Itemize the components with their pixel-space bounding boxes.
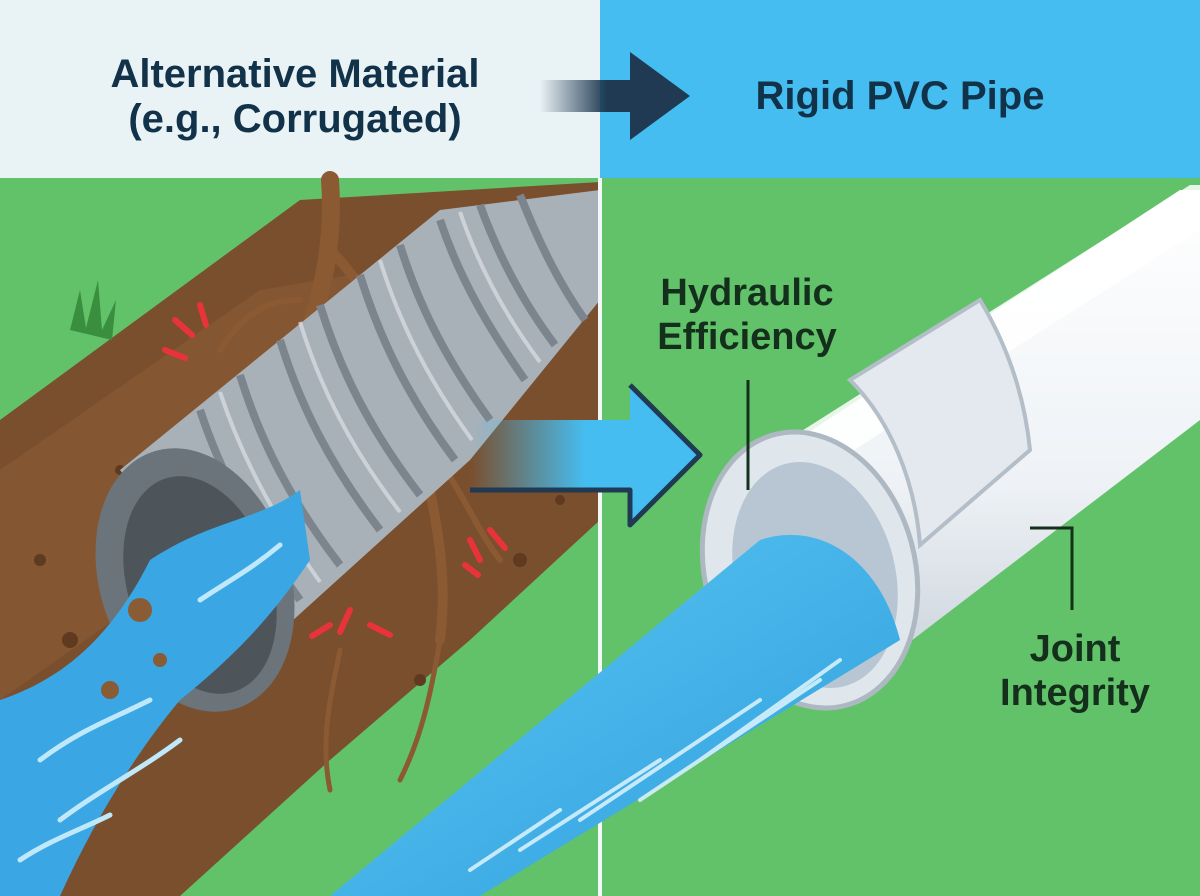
header-right-band (600, 0, 1200, 178)
leaking-water (0, 490, 310, 896)
grass-tuft-icon (70, 280, 116, 340)
header-arrow-icon (540, 52, 690, 140)
header-left-band (0, 0, 600, 178)
hydraulic-efficiency-callout: Hydraulic Efficiency (612, 272, 882, 359)
hydraulic-callout-line2: Efficiency (657, 315, 837, 358)
joint-callout-line2: Integrity (1000, 671, 1150, 714)
header-right-title: Rigid PVC Pipe (755, 74, 1045, 118)
pvc-water-flow (330, 534, 900, 896)
pvc-joint-coupling (846, 297, 1033, 550)
corrugation-ribs (196, 193, 589, 603)
damage-marks (162, 302, 508, 639)
header-left-title-line1: Alternative Material (110, 52, 480, 96)
joint-integrity-callout: Joint Integrity (960, 628, 1190, 715)
joint-callout-line (1030, 526, 1074, 610)
joint-callout-line1: Joint (1029, 628, 1121, 670)
header-left-title-line2: (e.g., Corrugated) (128, 96, 462, 141)
hydraulic-callout-line1: Hydraulic (660, 272, 834, 314)
header-left-title: Alternative Material (e.g., Corrugated) (40, 52, 550, 142)
